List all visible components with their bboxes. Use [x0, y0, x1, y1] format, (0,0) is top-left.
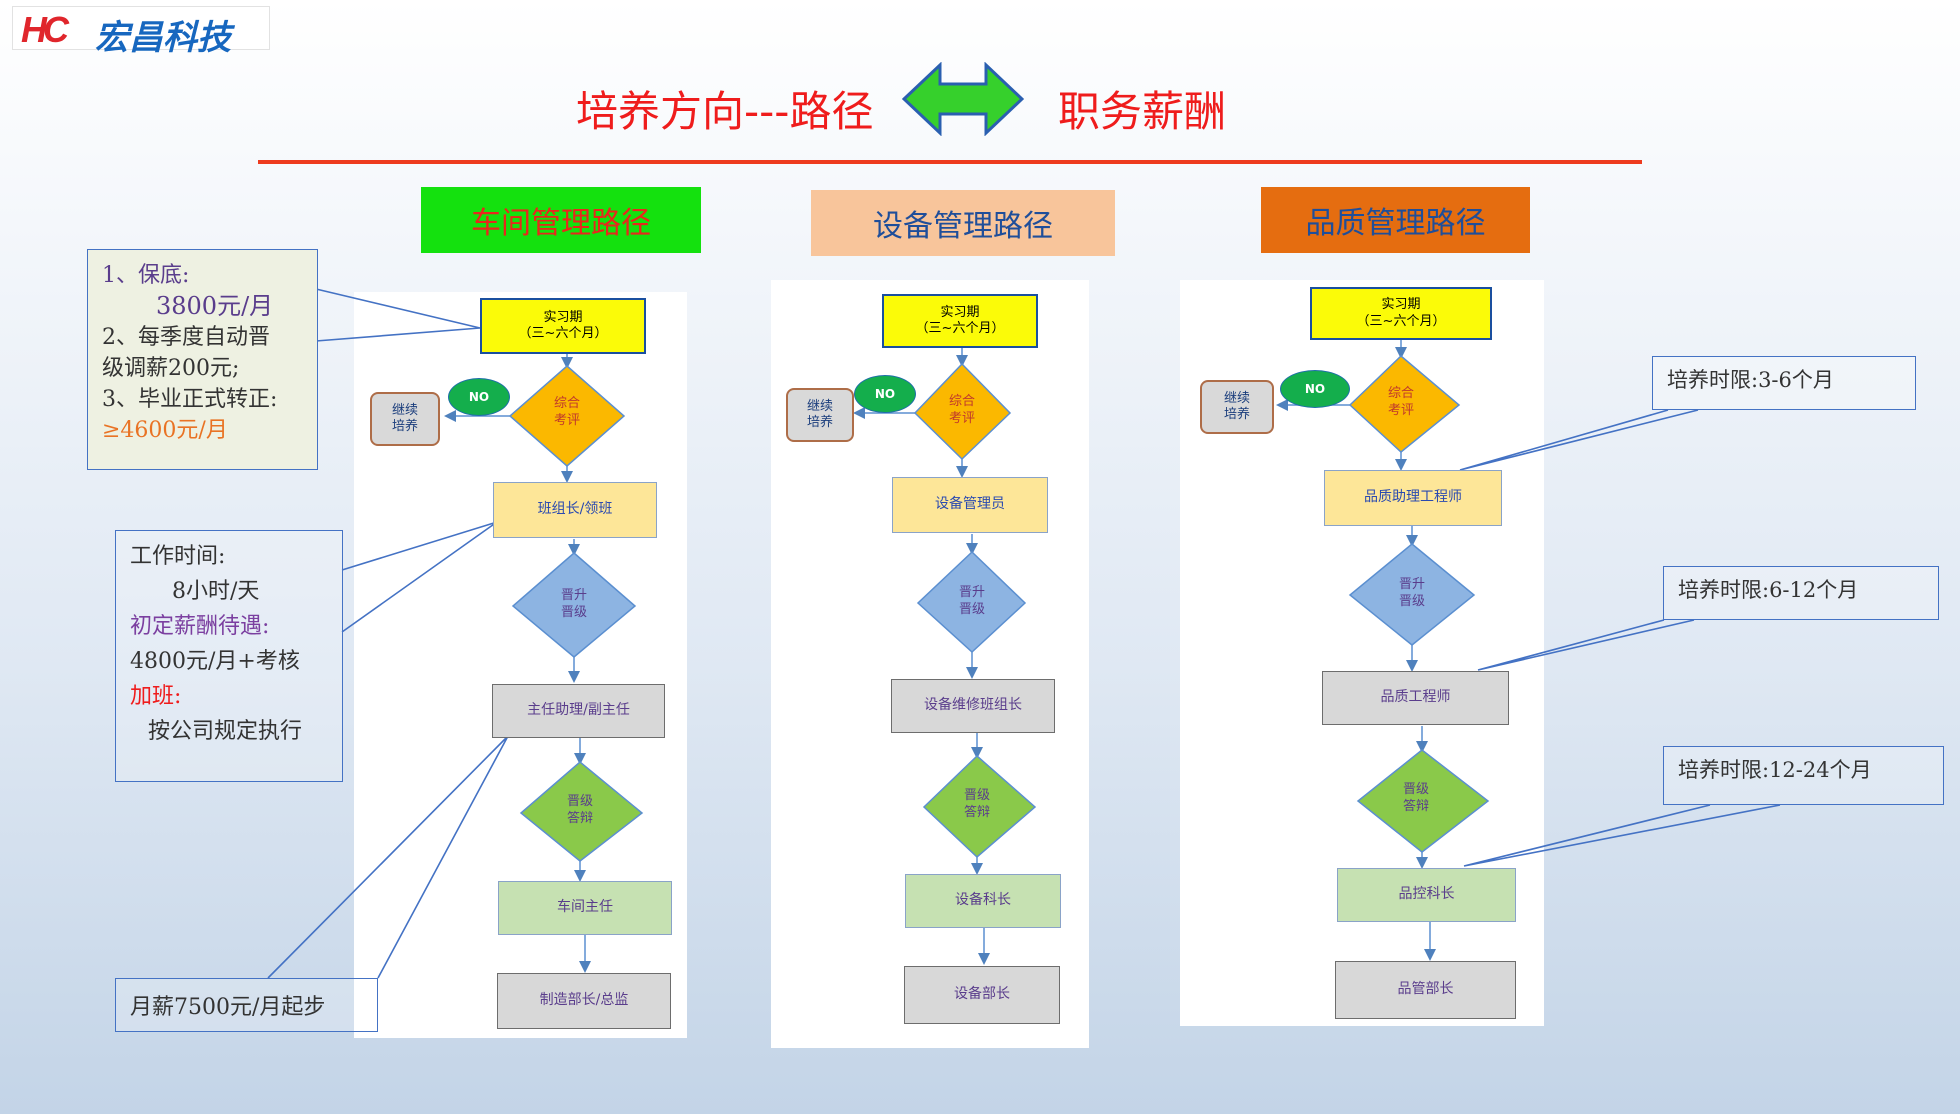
quality-defense-diamond — [1356, 749, 1490, 853]
quality-role-assistant-engineer: 品质助理工程师 — [1324, 470, 1502, 526]
header-workshop: 车间管理路径 — [421, 187, 701, 253]
equipment-review-label: 综合考评 — [948, 394, 975, 426]
double-arrow-icon — [901, 61, 1025, 140]
director-salary-note: 月薪7500元/月起步 — [115, 978, 378, 1032]
quality-intern-box: 实习期（三~六个月） — [1310, 287, 1492, 340]
workshop-promote-label: 晋升晋级 — [560, 588, 587, 620]
workshop-no-badge: NO — [448, 378, 510, 416]
workshop-promote-diamond — [511, 552, 637, 658]
workshop-continue-box: 继续培养 — [370, 392, 440, 446]
workshop-intern-box: 实习期（三~六个月） — [480, 298, 646, 354]
workshop-defense-label: 晋级答辩 — [566, 794, 593, 826]
quality-review-diamond — [1348, 354, 1461, 453]
title-right: 职务薪酬 — [1058, 87, 1227, 136]
quality-defense-label: 晋级答辩 — [1402, 782, 1429, 814]
logo-text: 宏昌科技 — [95, 18, 231, 58]
equipment-role-section-chief: 设备科长 — [905, 874, 1061, 928]
quality-promote-diamond — [1348, 543, 1476, 646]
workshop-review-label: 综合考评 — [553, 396, 580, 428]
equipment-no-badge: NO — [854, 375, 916, 413]
tenure-note-2: 培养时限:6-12个月 — [1663, 566, 1939, 620]
quality-review-label: 综合考评 — [1387, 386, 1414, 418]
logo-mark: HC — [21, 9, 69, 50]
tenure-note-3: 培养时限:12-24个月 — [1663, 746, 1944, 805]
header-equipment: 设备管理路径 — [811, 190, 1115, 256]
workshop-role-director: 车间主任 — [498, 881, 672, 935]
workshop-role-minister: 制造部长/总监 — [497, 973, 671, 1029]
equipment-defense-label: 晋级答辩 — [963, 788, 990, 820]
quality-continue-box: 继续培养 — [1200, 380, 1274, 434]
equipment-role-admin: 设备管理员 — [892, 477, 1048, 533]
tenure-note-1: 培养时限:3-6个月 — [1652, 356, 1916, 410]
quality-role-qc-chief: 品控科长 — [1337, 868, 1516, 922]
equipment-defense-diamond — [922, 754, 1037, 859]
leader-salary-note: 工作时间: 8小时/天 初定薪酬待遇: 4800元/月+考核 加班: 按公司规定… — [115, 530, 343, 782]
quality-no-badge: NO — [1280, 370, 1350, 408]
quality-promote-label: 晋升晋级 — [1398, 577, 1425, 609]
equipment-promote-label: 晋升晋级 — [958, 585, 985, 617]
workshop-review-diamond — [508, 365, 626, 467]
company-logo: HC 宏昌科技 — [12, 6, 270, 58]
equipment-review-diamond — [913, 362, 1012, 461]
header-quality: 品质管理路径 — [1261, 187, 1530, 253]
title-divider — [258, 160, 1642, 164]
workshop-role-assistant-director: 主任助理/副主任 — [492, 684, 665, 738]
workshop-role-leader: 班组长/领班 — [493, 482, 657, 538]
quality-role-minister: 品管部长 — [1335, 961, 1516, 1019]
equipment-promote-diamond — [916, 550, 1027, 654]
equipment-continue-box: 继续培养 — [786, 388, 854, 442]
equipment-role-maint-leader: 设备维修班组长 — [891, 679, 1055, 733]
intern-salary-note: 1、保底: 3800元/月 2、每季度自动晋 级调薪200元; 3、毕业正式转正… — [87, 249, 318, 470]
title-left: 培养方向---路径 — [576, 87, 874, 136]
equipment-intern-box: 实习期（三~六个月） — [882, 294, 1038, 348]
equipment-role-minister: 设备部长 — [904, 966, 1060, 1024]
quality-role-engineer: 品质工程师 — [1322, 671, 1509, 725]
workshop-defense-diamond — [519, 761, 644, 862]
